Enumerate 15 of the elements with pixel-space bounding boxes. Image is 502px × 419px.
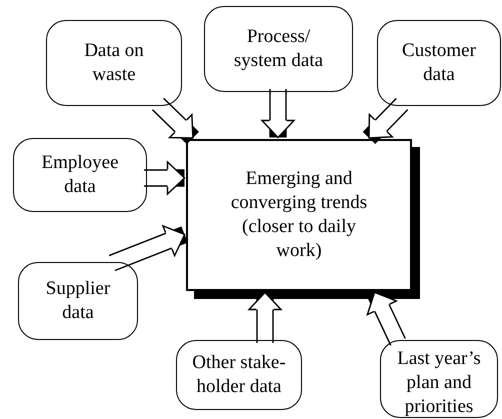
bubble-text: Other stake-holder data xyxy=(191,351,287,399)
callout-bubble xyxy=(380,340,498,418)
bubble-text: Process/ system data xyxy=(232,25,324,73)
bubble-text: Supplier data xyxy=(44,277,112,325)
trend-text: Emerging and converging trends (closer to daily work) xyxy=(230,167,368,263)
callout-bubble xyxy=(377,20,501,106)
bubble-text: Last year’s plan and priorities xyxy=(396,347,482,419)
callout-bubble xyxy=(204,6,353,92)
callout-bubble xyxy=(13,138,147,212)
bubble-text: Data on waste xyxy=(83,39,145,87)
callout-bubble xyxy=(176,340,302,410)
bubble-text: Employee data xyxy=(40,151,120,199)
callout-bubble xyxy=(46,20,182,106)
bubble-text: Customer data xyxy=(401,39,477,87)
callout-bubble xyxy=(18,262,138,340)
